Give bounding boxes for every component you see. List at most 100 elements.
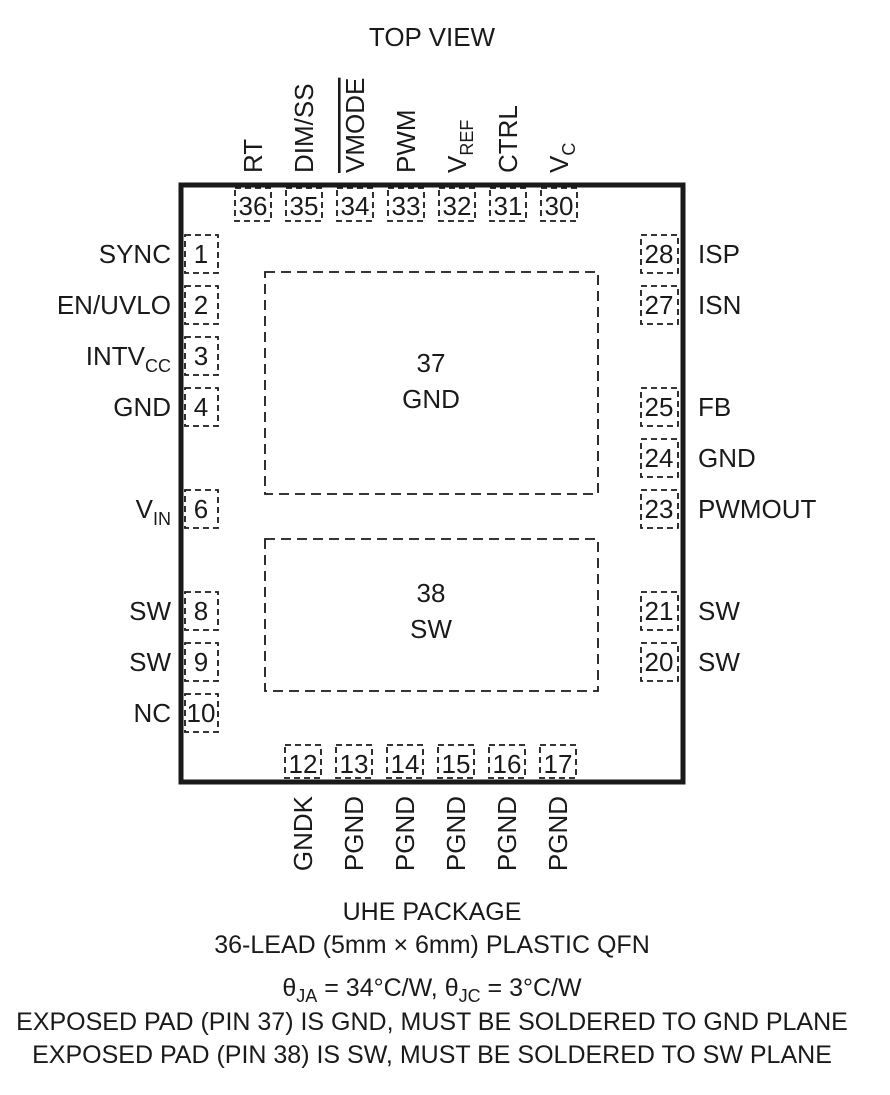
exposed-pad-38-number: 38 <box>417 578 446 608</box>
pin-15-number: 15 <box>442 749 471 779</box>
pin-17-number: 17 <box>544 749 573 779</box>
theta-ja-symbol: θ <box>282 974 296 1002</box>
pin-30-label: VC <box>544 143 579 173</box>
pin-1-pad <box>184 234 219 274</box>
theta-jc-subscript: JC <box>459 986 481 1006</box>
exposed-pad-37-number: 37 <box>417 348 446 378</box>
pin-12-number: 12 <box>289 749 318 779</box>
pin-21-number: 21 <box>645 596 674 626</box>
pin-28-number: 28 <box>645 239 674 269</box>
pin-9-pad <box>184 642 219 682</box>
pin-25-number: 25 <box>645 392 674 422</box>
pin-36-pad <box>234 187 272 222</box>
exposed-pad-38-label: SW <box>410 614 452 644</box>
pin-13-label: PGND <box>339 796 369 871</box>
theta-jc-value: = 3°C/W <box>481 974 582 1002</box>
pin-28-label: ISP <box>698 239 740 269</box>
pin-12-pad <box>284 744 322 779</box>
pin-3-number: 3 <box>194 341 208 371</box>
pin-4-label: GND <box>113 392 171 422</box>
pin-31-label: CTRL <box>493 105 523 173</box>
pin-34-pad <box>336 187 374 222</box>
pin-16-number: 16 <box>493 749 522 779</box>
package-description: 36-LEAD (5mm × 6mm) PLASTIC QFN <box>214 931 650 959</box>
pin-31-number: 31 <box>494 191 523 221</box>
pin-27-pad <box>640 285 679 325</box>
pin-16-pad <box>488 744 526 779</box>
pin-30-number: 30 <box>545 191 574 221</box>
pin-24-pad <box>640 438 679 478</box>
pin-4-pad <box>184 387 219 427</box>
thermal-resistance: θJA = 34°C/W, θJC = 3°C/W <box>282 974 582 1006</box>
pin-6-number: 6 <box>194 494 208 524</box>
pin-2-number: 2 <box>194 290 208 320</box>
pin-36-number: 36 <box>239 191 268 221</box>
pin-14-pad <box>386 744 424 779</box>
pin-13-pad <box>335 744 373 779</box>
pin-23-number: 23 <box>645 494 674 524</box>
pin-6-label: VIN <box>136 494 171 529</box>
pin-34-label: VMODE <box>340 78 370 173</box>
theta-jc-symbol: θ <box>445 974 459 1002</box>
pin-33-number: 33 <box>392 191 421 221</box>
pin-20-label: SW <box>698 647 740 677</box>
pin-32-number: 32 <box>443 191 472 221</box>
pin-20-pad <box>640 642 679 682</box>
pin-8-label: SW <box>129 596 171 626</box>
pin-1-number: 1 <box>194 239 208 269</box>
theta-ja-subscript: JA <box>296 986 317 1006</box>
pin-4-number: 4 <box>194 392 208 422</box>
pin-8-pad <box>184 591 219 631</box>
pin-32-label: VREF <box>442 120 477 173</box>
pin-35-number: 35 <box>290 191 319 221</box>
pin-25-pad <box>640 387 679 427</box>
pin-3-label: INTVCC <box>86 341 171 376</box>
pin-17-pad <box>539 744 577 779</box>
pin-35-pad <box>285 187 323 222</box>
pin-32-pad <box>438 187 476 222</box>
pin-34-number: 34 <box>341 191 370 221</box>
pin-15-label: PGND <box>441 796 471 871</box>
pin-17-label: PGND <box>543 796 573 871</box>
pin-21-pad <box>640 591 679 631</box>
exposed-pad-37 <box>264 271 599 495</box>
exposed-pad-37-label: GND <box>402 384 460 414</box>
pin-9-number: 9 <box>194 647 208 677</box>
pin-23-label: PWMOUT <box>698 494 817 524</box>
pin-24-number: 24 <box>645 443 674 473</box>
pin-9-label: SW <box>129 647 171 677</box>
pin-31-pad <box>489 187 527 222</box>
pin-1-label: SYNC <box>99 239 171 269</box>
exposed-pad-38 <box>264 538 599 692</box>
pin-28-pad <box>640 234 679 274</box>
pin-14-label: PGND <box>390 796 420 871</box>
pin-13-number: 13 <box>340 749 369 779</box>
pin-24-label: GND <box>698 443 756 473</box>
pin-36-label: RT <box>238 139 268 173</box>
pin-2-pad <box>184 285 219 325</box>
pin-27-number: 27 <box>645 290 674 320</box>
pin-8-number: 8 <box>194 596 208 626</box>
pin-2-label: EN/UVLO <box>57 290 171 320</box>
pin-10-pad <box>184 693 219 733</box>
pin-16-label: PGND <box>492 796 522 871</box>
diagram-title: TOP VIEW <box>369 22 496 52</box>
pin-33-label: PWM <box>391 109 421 173</box>
theta-ja-value: = 34°C/W, <box>317 974 444 1002</box>
pin-23-pad <box>640 489 679 529</box>
pin-33-pad <box>387 187 425 222</box>
pin-10-number: 10 <box>187 698 216 728</box>
pin-35-label: DIM/SS <box>289 83 319 173</box>
pin-25-label: FB <box>698 392 731 422</box>
package-name: UHE PACKAGE <box>343 898 522 926</box>
pin-14-number: 14 <box>391 749 420 779</box>
pin-6-pad <box>184 489 219 529</box>
package-outline <box>178 182 686 785</box>
pin-27-label: ISN <box>698 290 741 320</box>
pin-21-label: SW <box>698 596 740 626</box>
pin-20-number: 20 <box>645 647 674 677</box>
exposed-pad-note-37: EXPOSED PAD (PIN 37) IS GND, MUST BE SOL… <box>16 1008 848 1036</box>
pins-layer: 1SYNC2EN/UVLO3INTVCC4GND6VIN8SW9SW10NC28… <box>57 78 817 871</box>
exposed-pad-note-38: EXPOSED PAD (PIN 38) IS SW, MUST BE SOLD… <box>32 1041 832 1069</box>
